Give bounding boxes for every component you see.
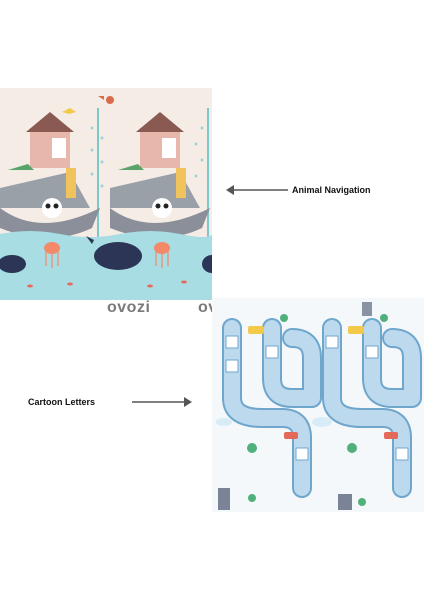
animal-navigation-label: Animal Navigation [292,185,371,195]
watermark-text: ovozi [107,299,151,316]
cartoon-letters-mat-image [212,298,424,512]
animal-navigation-mat-image [0,88,212,300]
arrow-right-icon [132,397,192,407]
cartoon-letters-label: Cartoon Letters [28,397,96,407]
arrow-left-icon [226,185,288,195]
